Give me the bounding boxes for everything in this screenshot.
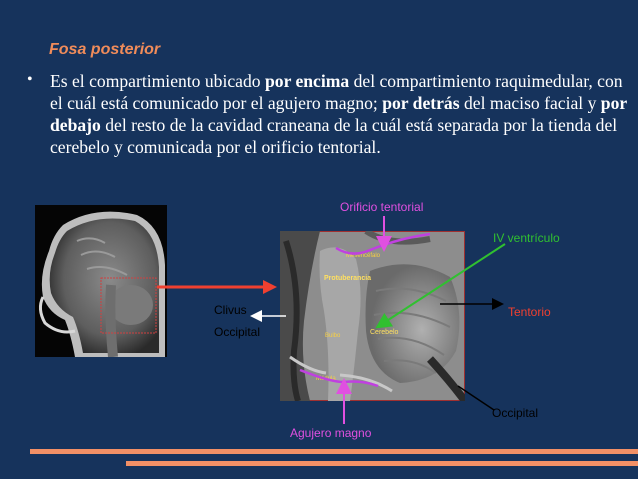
zoom-arrow (157, 280, 277, 294)
paragraph-bold-2: por detrás (382, 93, 460, 113)
label-clivus: Clivus (214, 303, 247, 317)
slide-heading: Fosa posterior (49, 41, 161, 58)
label-agujero-magno: Agujero magno (290, 426, 372, 440)
mri-label-cerebelo: Cerebelo (370, 329, 399, 336)
label-orificio-tentorial: Orificio tentorial (340, 200, 424, 214)
mri-zoom-image: Mesencéfalo Protuberancia Bulbo Cerebelo… (279, 228, 469, 404)
paragraph-text-4: del resto de la cavidad craneana de la c… (50, 115, 618, 157)
label-tentorio: Tentorio (508, 305, 551, 319)
paragraph-text-2: del compartimiento raquimedular, con el … (50, 71, 623, 113)
paragraph-text-3: del maciso facial y (459, 93, 601, 113)
paragraph-bold-1: por encima (264, 71, 350, 91)
mri-label-protuberancia: Protuberancia (324, 275, 372, 282)
footer-bar-top (30, 449, 638, 454)
mri-zoom-drawing (279, 228, 469, 404)
mri-label-mesencefalo: Mesencéfalo (346, 253, 381, 259)
footer-bar-bottom (126, 461, 638, 466)
mri-sagittal-drawing (35, 205, 167, 358)
slide-paragraph: Es el compartimiento ubicado por encima … (50, 70, 630, 158)
label-iv-ventriculo: IV ventrículo (493, 231, 560, 245)
mri-label-bulbo: Bulbo (325, 333, 341, 339)
mri-sagittal-image (35, 205, 167, 358)
label-occipital-left: Occipital (214, 325, 261, 339)
paragraph-bold-3: por debajo (50, 93, 627, 135)
bullet-icon: • (27, 71, 33, 88)
label-occipital-right: Occipital (492, 406, 539, 420)
paragraph-text-1: Es el compartimiento ubicado (50, 71, 265, 91)
